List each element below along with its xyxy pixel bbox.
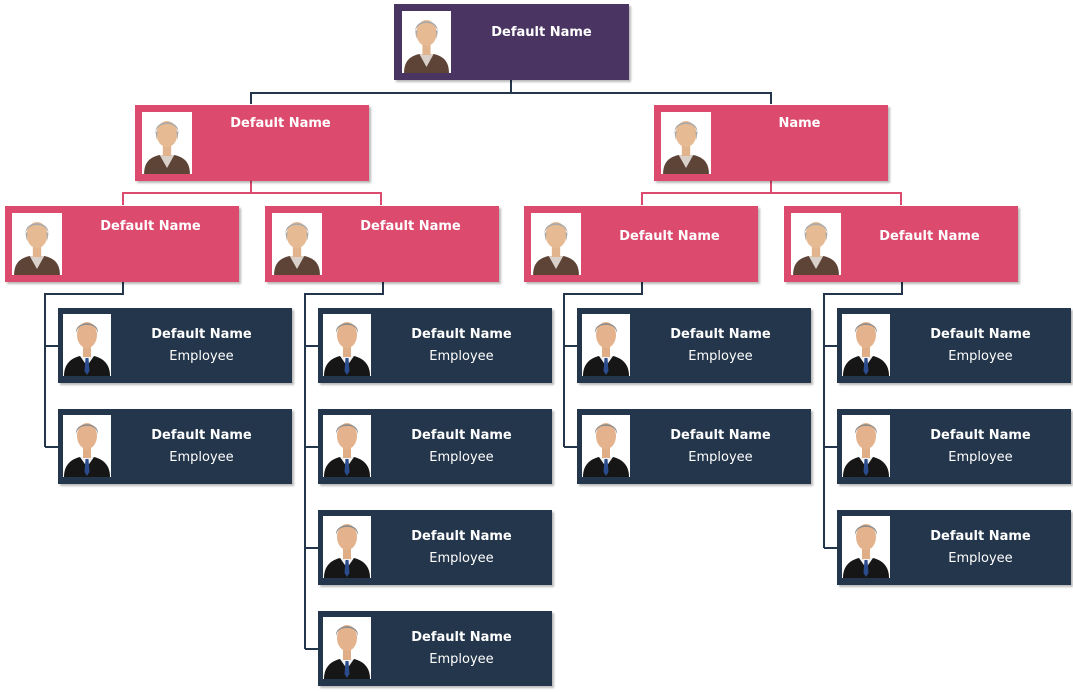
top-node-card[interactable]: Default Name	[394, 4, 629, 80]
person-name: Default Name	[360, 219, 461, 234]
person-role: Employee	[169, 349, 234, 364]
person-role: Employee	[169, 450, 234, 465]
person-role: Employee	[429, 450, 494, 465]
person-name: Default Name	[670, 428, 771, 443]
manager-avatar-icon	[272, 213, 322, 275]
employee-avatar-icon	[63, 415, 111, 477]
person-name: Default Name	[930, 529, 1031, 544]
person-name: Name	[778, 116, 821, 131]
manager-card[interactable]: Default Name	[784, 206, 1018, 282]
person-name: Default Name	[879, 229, 980, 244]
manager-avatar-icon	[12, 213, 62, 275]
person-role: Employee	[948, 551, 1013, 566]
person-name: Default Name	[151, 327, 252, 342]
employee-avatar-icon	[842, 314, 890, 376]
person-name: Default Name	[411, 529, 512, 544]
manager-avatar-icon	[142, 112, 192, 174]
manager-card[interactable]: Default Name	[135, 105, 369, 181]
person-name: Default Name	[411, 428, 512, 443]
person-role: Employee	[688, 450, 753, 465]
employee-avatar-icon	[582, 415, 630, 477]
manager-avatar-icon	[791, 213, 841, 275]
manager-avatar-icon	[531, 213, 581, 275]
person-name: Default Name	[619, 229, 720, 244]
employee-avatar-icon	[323, 415, 371, 477]
person-name: Default Name	[930, 428, 1031, 443]
person-role: Employee	[429, 652, 494, 667]
manager-avatar-icon	[661, 112, 711, 174]
manager-card[interactable]: Default Name	[524, 206, 758, 282]
person-name: Default Name	[491, 25, 592, 40]
manager-card[interactable]: Default Name	[5, 206, 239, 282]
employee-avatar-icon	[582, 314, 630, 376]
person-name: Default Name	[230, 116, 331, 131]
person-name: Default Name	[411, 327, 512, 342]
employee-avatar-icon	[323, 617, 371, 679]
person-name: Default Name	[670, 327, 771, 342]
employee-avatar-icon	[842, 516, 890, 578]
manager-card[interactable]: Default Name	[265, 206, 499, 282]
manager-card[interactable]: Name	[654, 105, 888, 181]
employee-avatar-icon	[842, 415, 890, 477]
person-role: Employee	[948, 349, 1013, 364]
person-name: Default Name	[411, 630, 512, 645]
person-name: Default Name	[151, 428, 252, 443]
person-role: Employee	[429, 349, 494, 364]
person-role: Employee	[688, 349, 753, 364]
person-role: Employee	[948, 450, 1013, 465]
employee-avatar-icon	[63, 314, 111, 376]
person-role: Employee	[429, 551, 494, 566]
employee-avatar-icon	[323, 314, 371, 376]
employee-avatar-icon	[323, 516, 371, 578]
person-name: Default Name	[100, 219, 201, 234]
person-name: Default Name	[930, 327, 1031, 342]
manager-avatar-icon	[402, 11, 451, 73]
